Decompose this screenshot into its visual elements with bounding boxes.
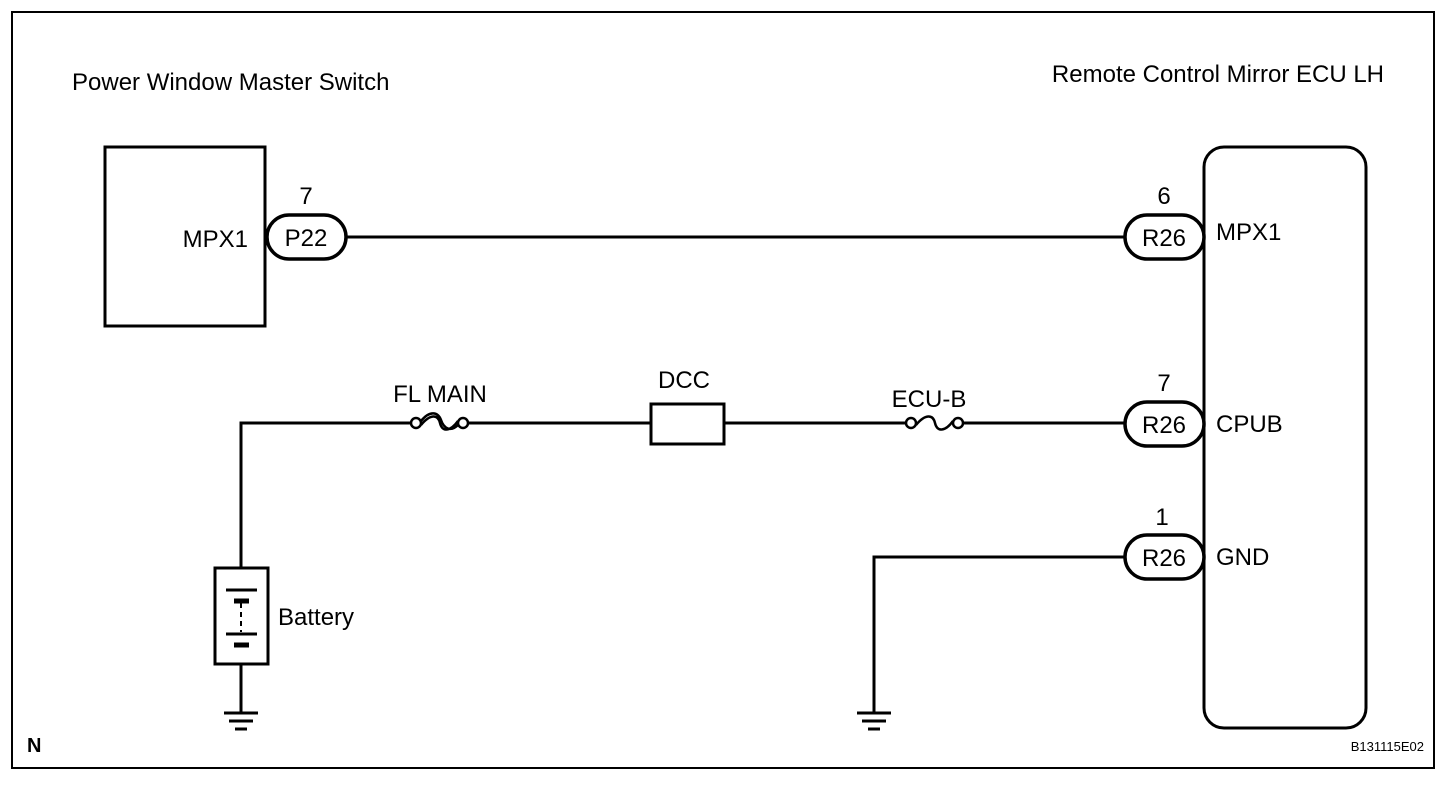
connector-p22-name: P22 — [285, 225, 328, 252]
ecu-ground-icon — [857, 711, 891, 731]
battery-symbol — [213, 566, 270, 666]
master-switch-box — [103, 145, 267, 328]
power-feed-wire — [239, 421, 412, 568]
connector-r26-mpx1-name: R26 — [1142, 225, 1186, 252]
master-switch-pin-mpx1: MPX1 — [183, 226, 248, 253]
gnd-wire — [872, 555, 1126, 712]
connector-r26-cpub-pin: 7 — [1157, 370, 1170, 397]
diagram-frame — [11, 11, 1435, 769]
connector-r26-gnd-name: R26 — [1142, 545, 1186, 572]
connector-r26-gnd: R26 — [1123, 533, 1206, 581]
mirror-ecu-pin-mpx1: MPX1 — [1216, 219, 1281, 246]
connector-p22-pin: 7 — [299, 183, 312, 210]
connector-r26-mpx1-pin: 6 — [1157, 183, 1170, 210]
fuse-fl-main — [409, 412, 470, 431]
fuse-dcc — [649, 402, 726, 446]
mirror-ecu-pin-cpub: CPUB — [1216, 411, 1283, 438]
mirror-ecu-title: Remote Control Mirror ECU LH — [1052, 61, 1384, 88]
master-switch-title: Power Window Master Switch — [72, 69, 389, 96]
connector-r26-cpub: R26 — [1123, 400, 1206, 448]
fuse-ecu-b-label: ECU-B — [892, 386, 967, 413]
connector-r26-mpx1: R26 — [1123, 213, 1206, 261]
connector-r26-cpub-name: R26 — [1142, 412, 1186, 439]
connector-r26-gnd-pin: 1 — [1155, 504, 1168, 531]
corner-mark: N — [27, 735, 41, 757]
battery-ground-icon — [224, 711, 258, 731]
connector-p22: P22 — [265, 213, 348, 261]
battery-label: Battery — [278, 604, 354, 631]
figure-code: B131115E02 — [1351, 739, 1424, 754]
mirror-ecu-box — [1202, 145, 1368, 730]
fuse-fl-main-label: FL MAIN — [393, 381, 487, 408]
mirror-ecu-pin-gnd: GND — [1216, 544, 1269, 571]
fuse-ecu-b — [904, 415, 965, 431]
fuse-dcc-label: DCC — [658, 367, 710, 394]
